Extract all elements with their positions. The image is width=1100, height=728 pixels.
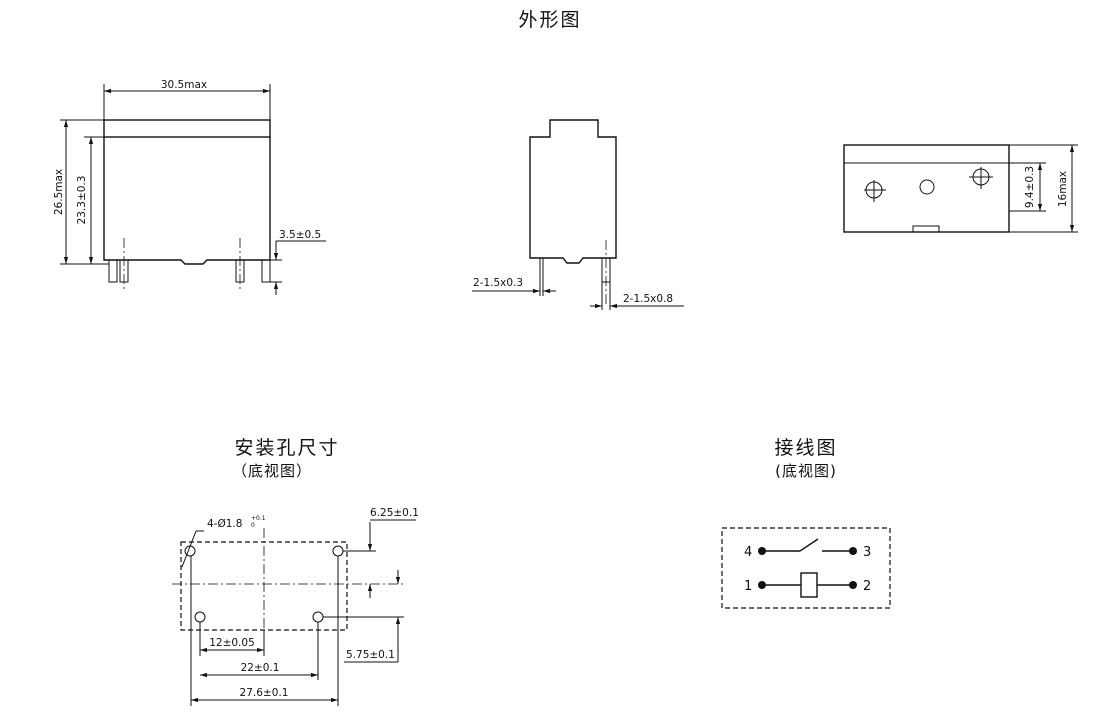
row-offset-a-label: 6.25±0.1 xyxy=(370,507,419,519)
wiring-subtitle: (底视图) xyxy=(775,462,837,480)
mounting-subtitle: （底视图） xyxy=(232,462,312,480)
height-max-label: 26.5max xyxy=(53,169,65,215)
spacing-27-label: 27.6±0.1 xyxy=(240,687,289,699)
body-height-label: 23.3±0.3 xyxy=(76,176,88,225)
hole-tol-lower: 0 xyxy=(251,522,255,529)
pin-1-label: 1 xyxy=(744,579,752,594)
pin-2-label: 2 xyxy=(863,579,871,594)
top-offset-label: 9.4±0.3 xyxy=(1024,166,1036,208)
thin-pin-label: 2-1.5x0.3 xyxy=(473,277,523,289)
row-offset-b-label: 5.75±0.1 xyxy=(346,649,395,661)
front-view: 30.5max 26.5max 23.3±0.3 3.5±0.5 xyxy=(53,79,326,295)
spacing-22-label: 22±0.1 xyxy=(241,662,280,674)
hole-tol-upper: +0.1 xyxy=(251,515,266,522)
hole-diameter-label: 4-Ø1.8 xyxy=(207,518,242,530)
side-view: 2-1.5x0.3 2-1.5x0.8 xyxy=(472,119,684,310)
outline-title: 外形图 xyxy=(518,9,581,31)
mounting-hole-layout: 4-Ø1.8 +0.1 0 6.25±0.1 5.75±0.1 12±0.05 … xyxy=(172,507,419,706)
wiring-title: 接线图 xyxy=(774,437,837,459)
thick-pin-label: 2-1.5x0.8 xyxy=(623,293,673,305)
mounting-title: 安装孔尺寸 xyxy=(234,437,339,459)
top-view: 9.4±0.3 16max xyxy=(843,144,1078,233)
pin-length-label: 3.5±0.5 xyxy=(279,229,321,241)
spacing-12-label: 12±0.05 xyxy=(209,637,255,649)
depth-max-label: 16max xyxy=(1057,171,1069,207)
pin-3-label: 3 xyxy=(863,545,871,560)
wiring-diagram: 4 3 1 2 xyxy=(721,527,891,609)
width-max-label: 30.5max xyxy=(161,79,207,91)
pin-4-label: 4 xyxy=(744,545,752,560)
